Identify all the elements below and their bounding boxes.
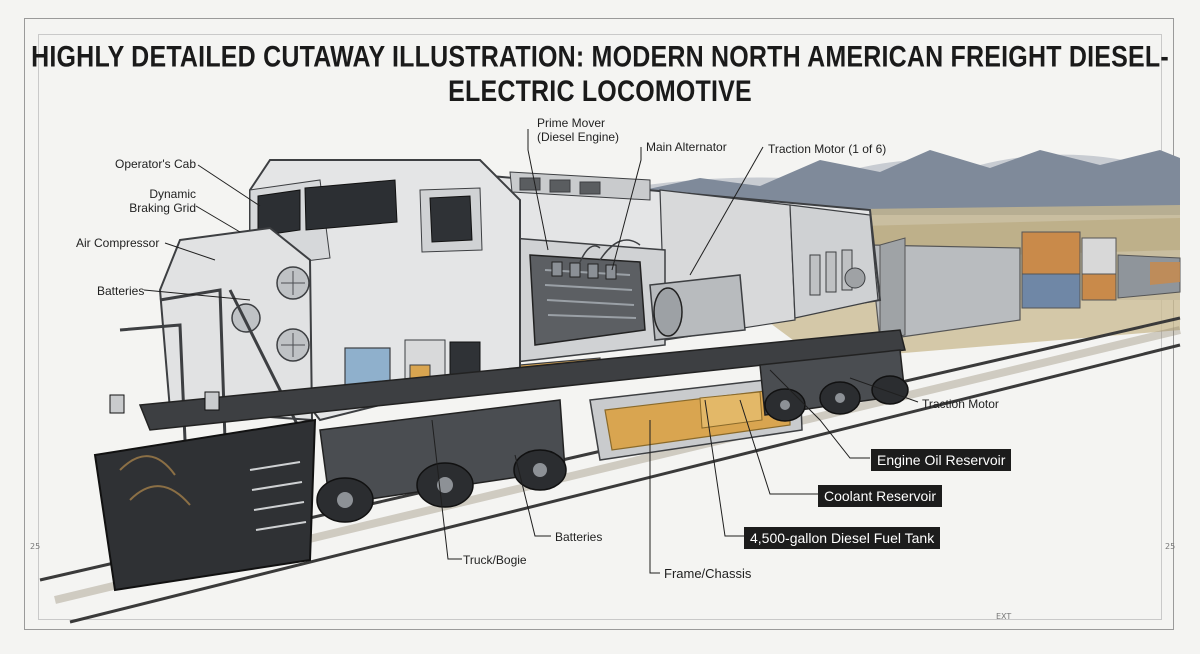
label-engine-oil-reservoir: Engine Oil Reservoir (871, 449, 1012, 471)
leader-batteries-left (143, 289, 251, 301)
container-orange (1021, 231, 1081, 275)
front-truck (316, 399, 567, 523)
hopper-car (869, 244, 1021, 341)
corner-mark-left: 25 (30, 542, 41, 551)
label-traction-motor: Traction Motor (922, 397, 999, 411)
leader-fuel-tank (704, 399, 745, 537)
label-traction-motor-1of6: Traction Motor (1 of 6) (768, 142, 887, 156)
pilot-plow (93, 418, 317, 592)
frame-chassis (138, 329, 906, 431)
leader-engine-oil (769, 369, 870, 459)
diagram-title: HIGHLY DETAILED CUTAWAY ILLUSTRATION: MO… (31, 40, 1169, 109)
underframe (93, 329, 909, 592)
leader-dynamic-brake (195, 205, 241, 233)
leader-air-compressor (164, 242, 216, 261)
label-coolant-reservoir: Coolant Reservoir (818, 485, 943, 507)
label-batteries-bottom: Batteries (555, 530, 603, 544)
cab-and-nose (119, 159, 521, 441)
label-main-alternator: Main Alternator (646, 140, 727, 154)
leader-main-alternator (611, 147, 642, 271)
label-air-compressor: Air Compressor (76, 236, 160, 250)
corner-mark-bottom-right: EXT (996, 612, 1012, 621)
leader-coolant (739, 399, 818, 495)
label-operators-cab: Operator's Cab (115, 157, 196, 171)
leader-operators-cab (197, 164, 261, 207)
leader-frame (649, 420, 660, 574)
leader-traction-motor-1of6 (689, 146, 764, 276)
label-fuel-tank: 4,500-gallon Diesel Fuel Tank (744, 527, 941, 549)
cab-windshield (304, 179, 398, 231)
distant-hills (620, 150, 1180, 215)
leader-traction-motor (849, 377, 919, 403)
leader-batteries-bottom (514, 454, 551, 537)
label-dynamic-braking-grid: Dynamic Braking Grid (129, 187, 196, 215)
freight-cars (869, 231, 1181, 341)
label-truck-bogie: Truck/Bogie (463, 553, 527, 567)
leader-prime-mover (527, 129, 549, 251)
leader-truck (431, 419, 462, 560)
leader-lines (143, 129, 919, 574)
rear-truck (759, 349, 909, 422)
label-prime-mover: Prime Mover (Diesel Engine) (537, 116, 620, 144)
container-blue (1021, 273, 1081, 309)
corner-mark-right: 25 (1165, 542, 1176, 551)
label-frame-chassis: Frame/Chassis (664, 566, 752, 581)
label-batteries-left: Batteries (97, 284, 145, 298)
